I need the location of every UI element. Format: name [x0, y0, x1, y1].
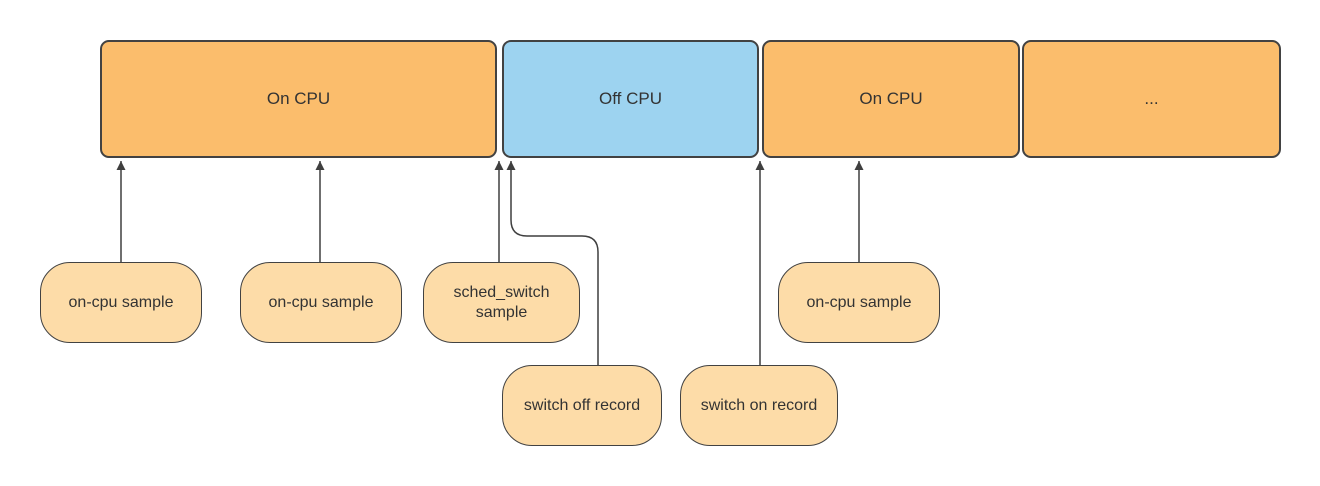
timeline-block-off-cpu: Off CPU [502, 40, 759, 158]
arrow-switch-off-record [506, 161, 599, 365]
timeline-block-on-cpu-1: On CPU [100, 40, 497, 158]
label-pill-switch-off-record: switch off record [502, 365, 662, 446]
pill-label: on-cpu sample [806, 293, 912, 311]
pill-label: on-cpu sample [68, 293, 174, 311]
timeline-block-ellipsis: ... [1022, 40, 1281, 158]
timeline-block-on-cpu-2: On CPU [762, 40, 1020, 158]
label-pill-sched-switch-sample: sched_switch sample [423, 262, 580, 343]
pill-label: switch off record [523, 396, 641, 414]
label-pill-on-cpu-sample-2: on-cpu sample [240, 262, 402, 343]
label-pill-on-cpu-sample-3: on-cpu sample [778, 262, 940, 343]
timeline-block-label: On CPU [266, 89, 331, 108]
pill-label: switch on record [700, 396, 818, 414]
pill-label: sched_switch sample [453, 283, 550, 321]
pill-label: on-cpu sample [268, 293, 374, 311]
timeline-block-label: ... [1144, 89, 1159, 108]
timeline-block-label: On CPU [859, 89, 923, 108]
label-pill-switch-on-record: switch on record [680, 365, 838, 446]
label-pill-on-cpu-sample-1: on-cpu sample [40, 262, 202, 343]
timeline-block-label: Off CPU [599, 89, 662, 108]
